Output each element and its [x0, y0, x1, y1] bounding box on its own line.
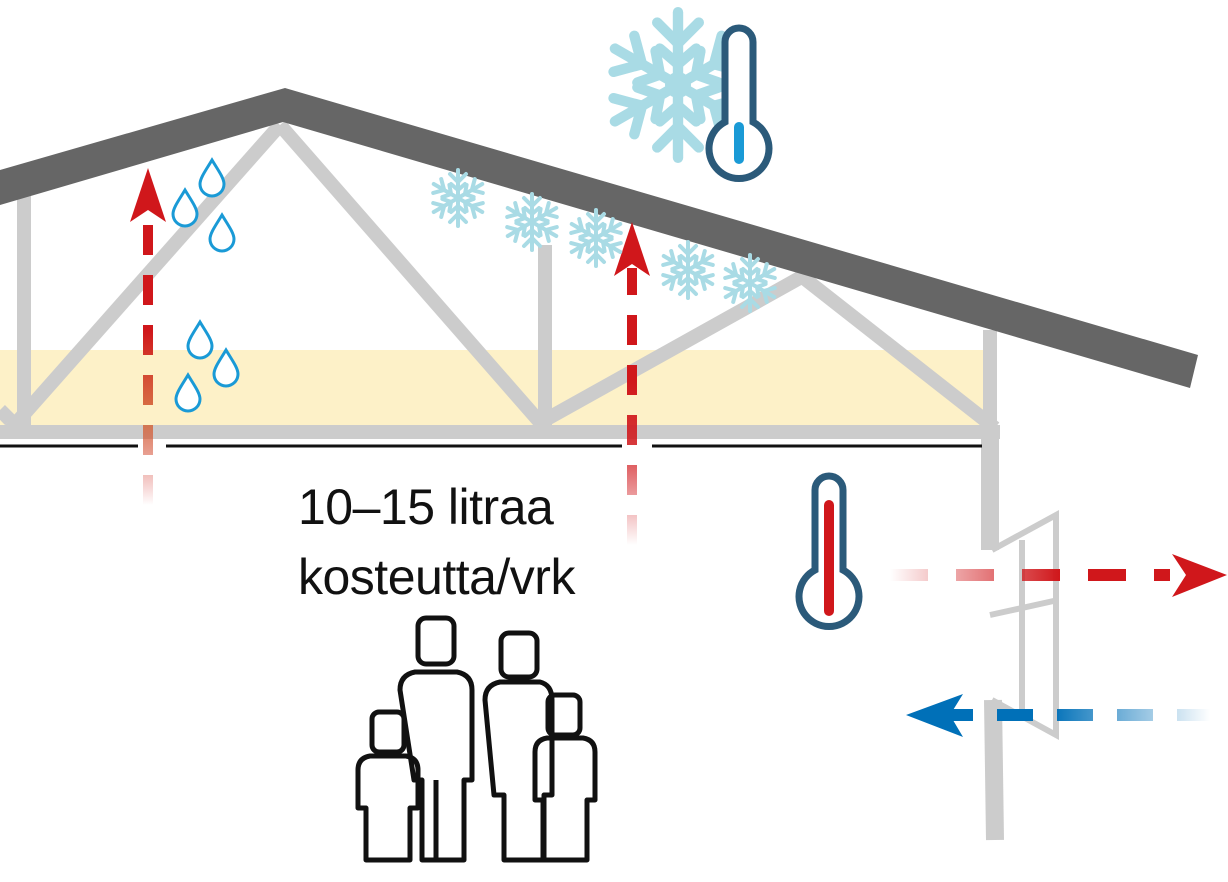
moisture-caption-line1: 10–15 litraa	[298, 479, 554, 535]
arrow-left-icon	[906, 694, 1213, 737]
insulation-layer	[0, 350, 995, 426]
water-drop-icon	[186, 320, 214, 360]
water-drop-icon	[198, 158, 226, 198]
snowflake-icon	[660, 242, 716, 298]
arrow-up-icon	[130, 168, 166, 505]
thermometer-cold-icon	[705, 24, 773, 182]
water-drop-icon	[171, 188, 199, 228]
arrow-up-icon	[614, 222, 650, 545]
water-drop-icon	[208, 213, 236, 253]
snowflake-icon	[605, 12, 752, 158]
wall-window	[981, 430, 1059, 841]
family-icon	[355, 615, 598, 863]
arrow-right-icon	[890, 554, 1227, 597]
snowflake-icon	[504, 194, 560, 250]
moisture-caption-line2: kosteutta/vrk	[298, 549, 575, 605]
thermometer-warm-icon	[795, 472, 863, 630]
